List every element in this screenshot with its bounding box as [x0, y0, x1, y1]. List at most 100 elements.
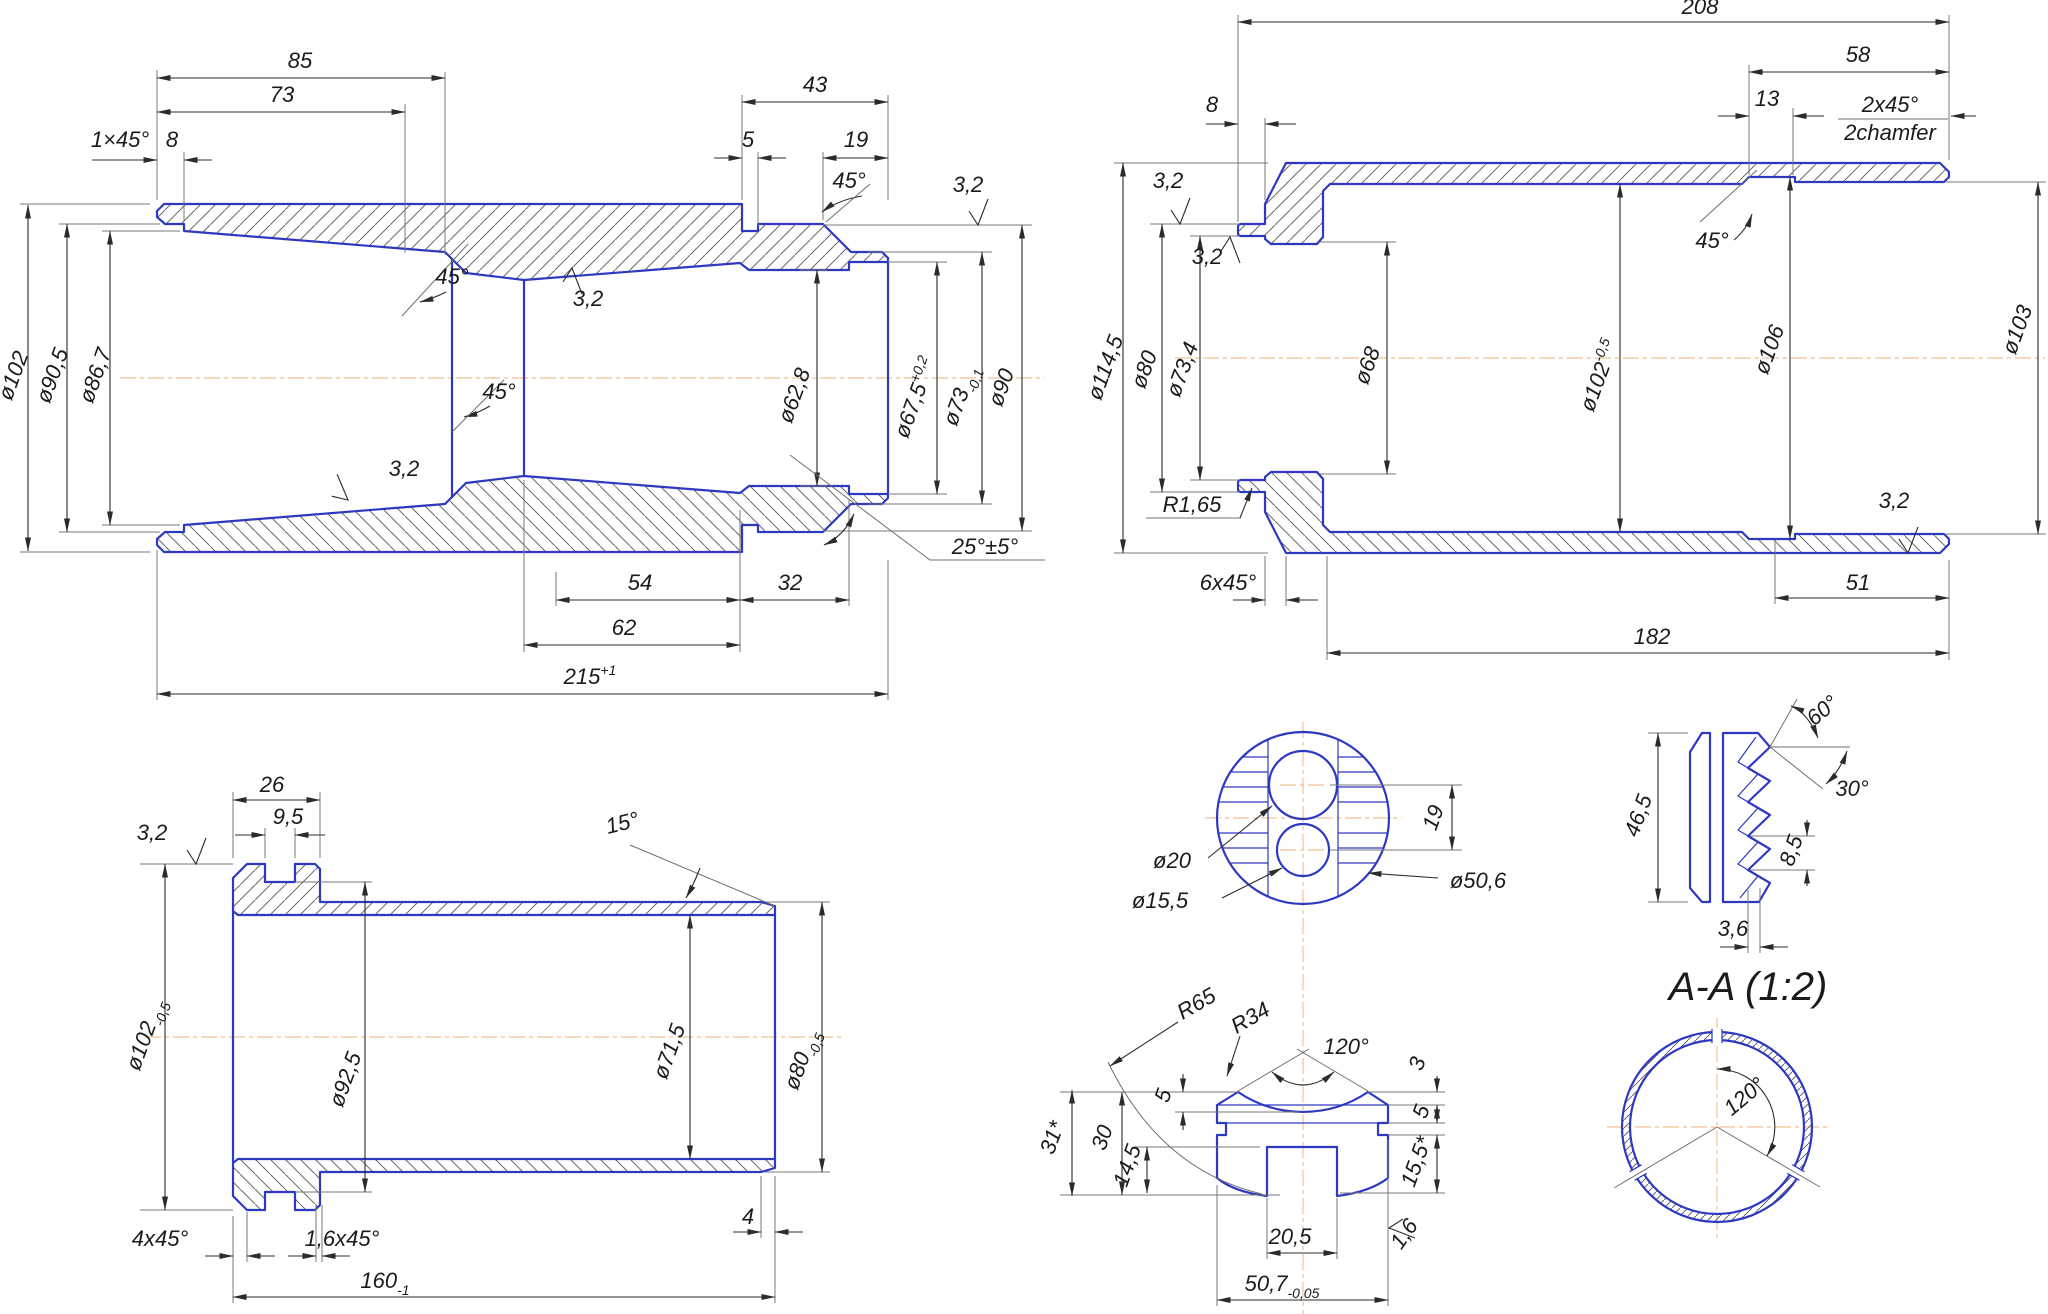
dim-14-5: 14,5 — [1108, 1140, 1146, 1190]
dim-3-6: 3,6 — [1718, 916, 1749, 941]
roughness-32c: 3,2 — [1879, 488, 1910, 513]
dim-15-5: 15,5* — [1395, 1132, 1437, 1190]
view5-geometry — [1215, 1090, 1390, 1198]
roughness-icon — [186, 837, 207, 865]
dim-30: 30 — [1086, 1121, 1118, 1153]
view6-geometry — [1688, 731, 1772, 904]
angle-legs-120 — [1237, 1048, 1369, 1092]
leader-r65 — [1109, 1021, 1179, 1067]
part-section-lower — [155, 474, 890, 554]
roughness-icon — [1170, 197, 1191, 225]
construction-line — [1699, 169, 1758, 223]
roughness-32: 3,2 — [137, 820, 168, 845]
dim-4: 4 — [742, 1204, 754, 1229]
section-title: A-A (1:2) — [1667, 965, 1828, 1009]
dim-120: 120° — [1719, 1072, 1770, 1121]
toothed-wall — [1721, 731, 1772, 904]
angle-leader-45b — [419, 291, 447, 303]
view1-geometry — [155, 202, 890, 554]
r65-arc — [1107, 1061, 1263, 1195]
dim-1-6x45: 1,6x45° — [305, 1226, 380, 1251]
dim-32: 32 — [778, 570, 802, 595]
dim-26: 26 — [259, 772, 285, 797]
extension-lines — [20, 70, 1032, 700]
angle-leader-45a — [821, 195, 863, 213]
view2-dimensions: 208 58 13 2x45° 2chamfer 8 3,2 3,2 3,2 ø… — [1082, 0, 2046, 660]
saddle-outline — [1215, 1090, 1390, 1198]
dim-182: 182 — [1634, 624, 1671, 649]
construction-line — [451, 379, 505, 433]
part-section-lower — [1236, 470, 1951, 555]
dim-15deg: 15° — [603, 807, 642, 839]
view5-dimensions: R65 R34 120° 5 30 31* 14,5 3 5 15,5* 20,… — [1035, 982, 1445, 1306]
leader-d20 — [1207, 805, 1273, 859]
dim-160: 160-1 — [360, 1268, 409, 1298]
dim-46-5: 46,5 — [1619, 790, 1657, 840]
dim-8-5: 8,5 — [1774, 831, 1808, 869]
extension-lines — [1648, 732, 1815, 953]
bore-circle-50-6 — [1215, 730, 1391, 906]
dim-45b: 45° — [435, 264, 468, 289]
dim-d73-4: ø73,4 — [1161, 339, 1204, 400]
dim-d62-8: ø62,8 — [773, 364, 816, 426]
dim-d50-6: ø50,6 — [1450, 868, 1507, 893]
angle-arc-120 — [1716, 1066, 1777, 1157]
roughness-32c: 3,2 — [389, 456, 420, 481]
dim-85: 85 — [288, 48, 313, 73]
roughness-32b: 3,2 — [1192, 244, 1223, 269]
dim-6x45: 6x45° — [1200, 570, 1257, 595]
roughness-1-6: 1,6 — [1385, 1213, 1423, 1253]
dim-50-7: 50,7-0,05 — [1245, 1271, 1320, 1301]
dim-d103: ø103 — [1997, 301, 2038, 357]
dim-5l: 5 — [1149, 1085, 1177, 1106]
angle-arc-60 — [1790, 705, 1819, 739]
part-section-upper — [231, 862, 777, 917]
roughness-icon — [322, 473, 356, 507]
dim-d71-5: ø71,5 — [648, 1020, 691, 1082]
leader-d15-5 — [1221, 867, 1283, 899]
dim-45a: 45° — [832, 168, 865, 193]
hole-circle-15-5 — [1275, 822, 1331, 878]
dim-3: 3 — [1403, 1053, 1431, 1074]
dim-54: 54 — [628, 570, 652, 595]
dim-25deg: 25°±5° — [951, 534, 1019, 559]
part-section-upper — [155, 202, 890, 282]
dim-8: 8 — [166, 127, 179, 152]
dim-45c: 45° — [482, 379, 515, 404]
extension-lines — [140, 792, 830, 1303]
serration-lines — [1218, 756, 1388, 864]
angle-leader-45c — [463, 405, 491, 418]
extension-lines — [1114, 15, 2046, 660]
dim-d80: ø80 — [1126, 347, 1163, 392]
part-section-upper — [1236, 161, 1951, 246]
dim-r34: R34 — [1227, 997, 1274, 1039]
dim-51: 51 — [1846, 570, 1870, 595]
dim-120: 120° — [1323, 1034, 1369, 1059]
dim-31: 31* — [1035, 1116, 1070, 1157]
part-section-lower — [231, 1157, 777, 1212]
dim-8: 8 — [1206, 92, 1219, 117]
dim-d80: ø80-0,5 — [779, 1026, 828, 1095]
dim-d102: ø102-0,5 — [121, 995, 175, 1075]
roughness-icon — [968, 198, 989, 226]
dim-d106: ø106 — [1749, 321, 1790, 377]
dim-2x45: 2x45° — [1861, 92, 1919, 117]
leader-r34 — [1226, 1035, 1241, 1077]
leader-r165 — [1239, 487, 1253, 519]
dim-d102: ø102-0,5 — [1573, 335, 1624, 414]
dim-r65: R65 — [1173, 982, 1221, 1024]
dim-58: 58 — [1846, 42, 1871, 67]
dim-9-5: 9,5 — [273, 804, 304, 829]
outer-wall-strip — [1688, 731, 1712, 904]
dim-208: 208 — [1681, 0, 1719, 19]
centerlines — [120, 357, 2045, 1314]
dim-60: 60° — [1801, 690, 1843, 731]
dim-1x45: 1×45° — [91, 127, 150, 152]
tooth-inner-lines — [1737, 736, 1759, 899]
dim-62: 62 — [612, 615, 636, 640]
dim-30: 30° — [1835, 776, 1868, 801]
view6-dimensions: 46,5 8,5 3,6 60° 30° A-A (1:2) — [1619, 690, 1869, 1009]
dim-d114-5: ø114,5 — [1082, 331, 1129, 403]
dim-5r: 5 — [1407, 1101, 1435, 1122]
